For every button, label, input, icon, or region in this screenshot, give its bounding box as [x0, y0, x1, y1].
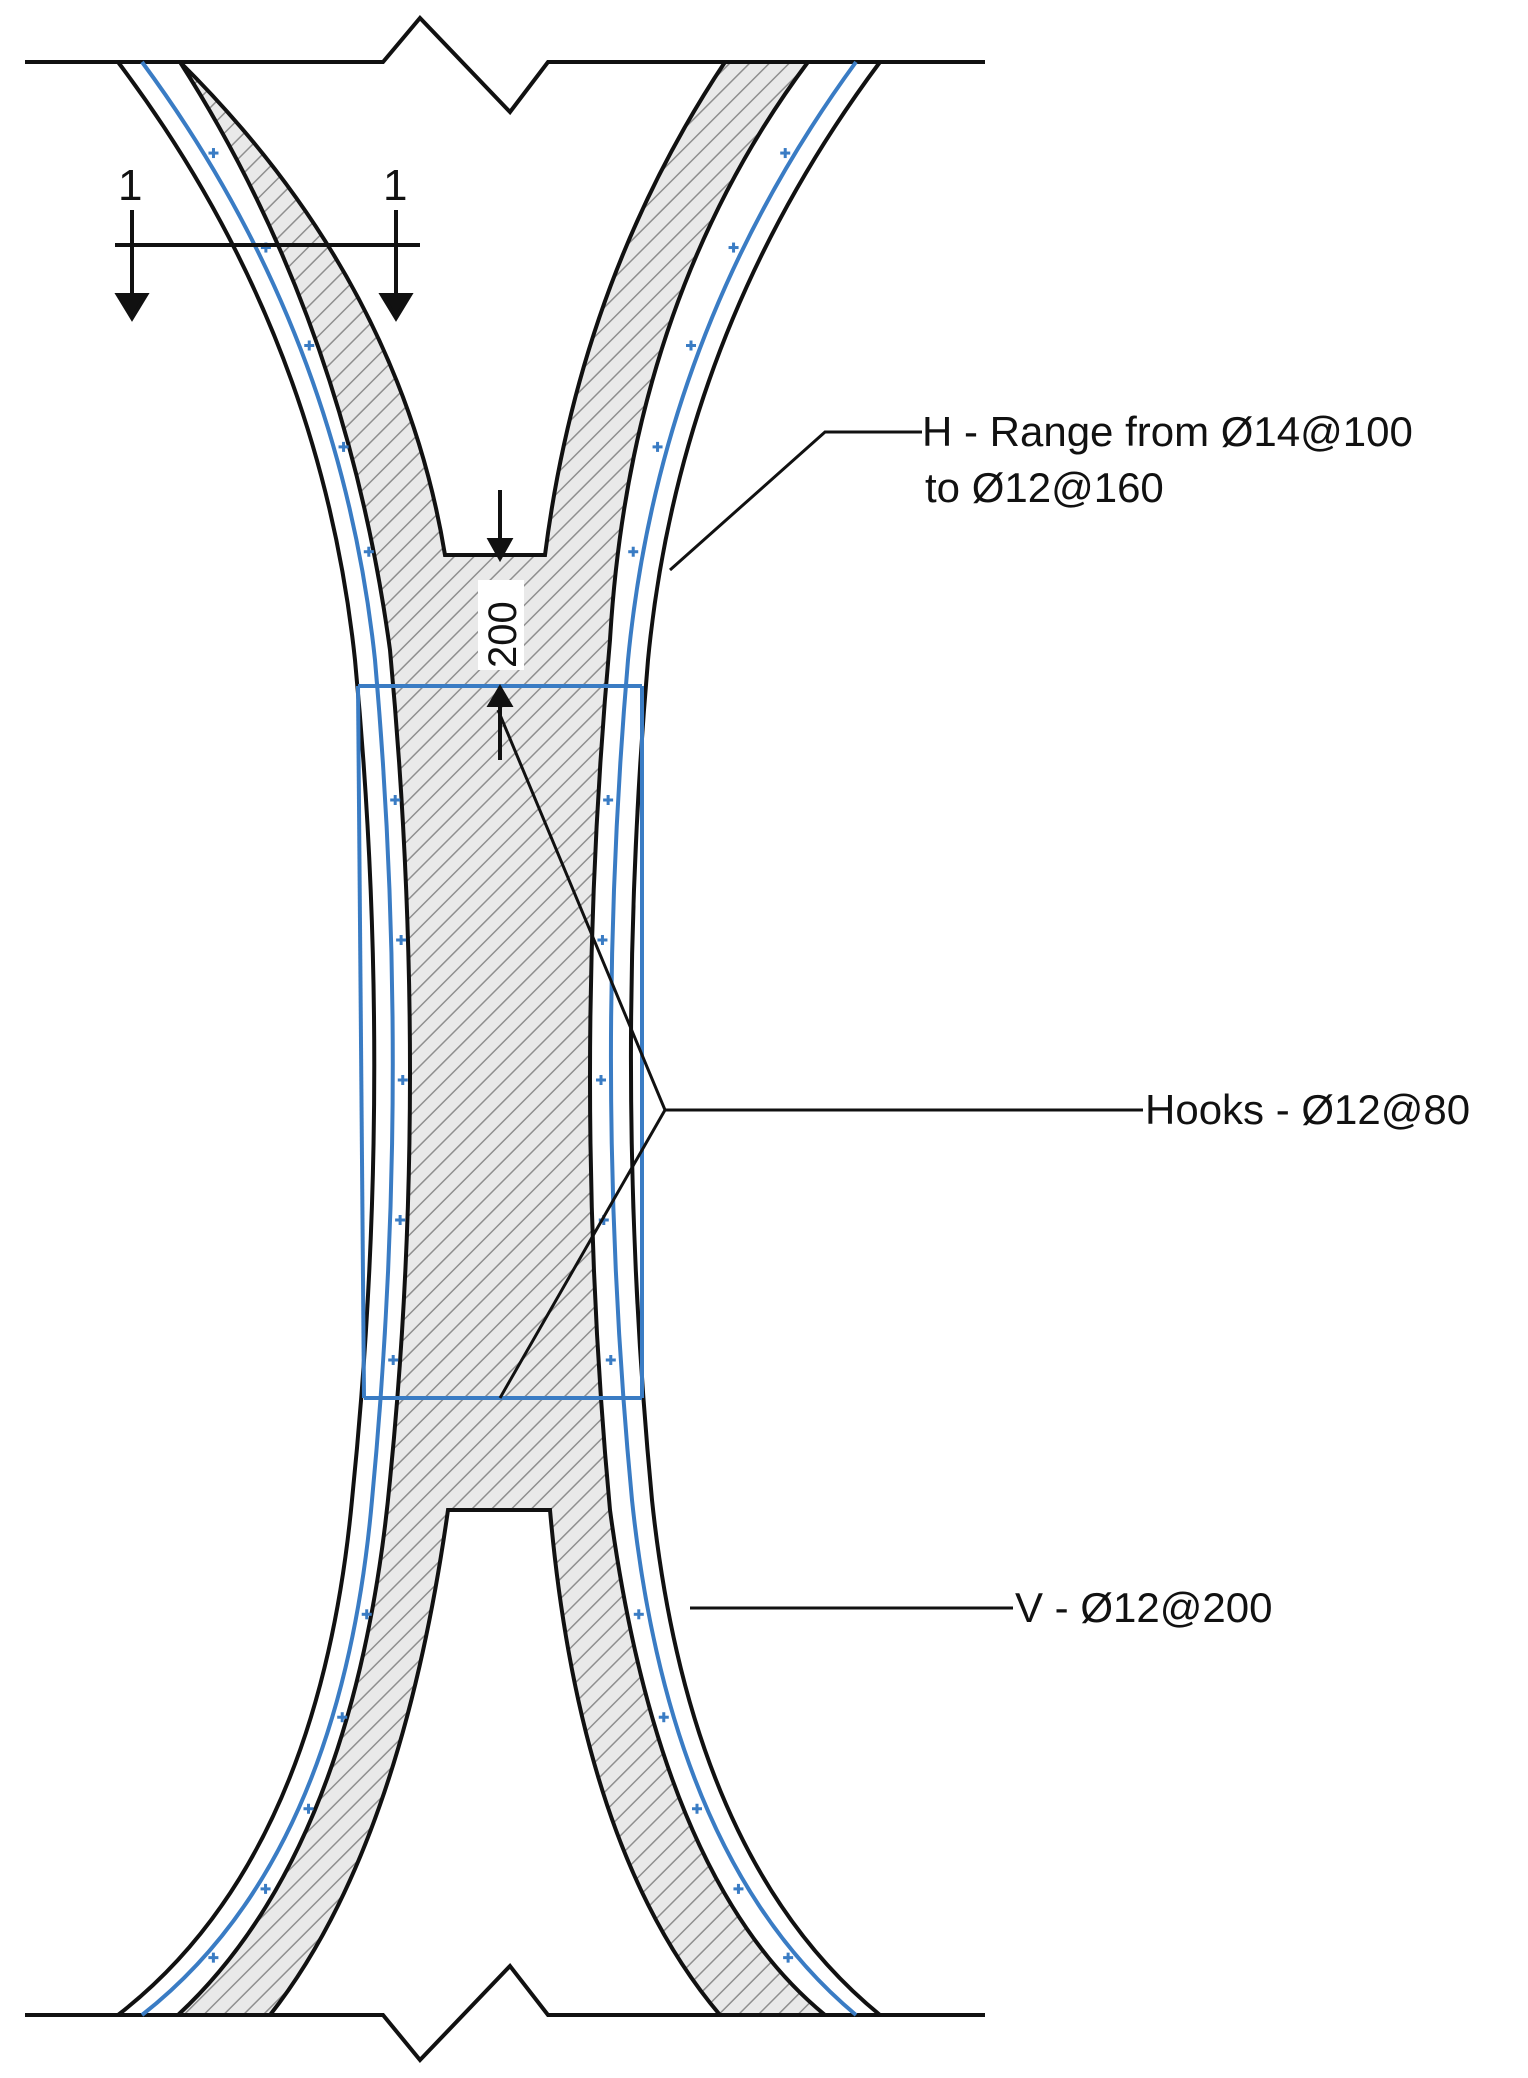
- rebar-dot: [600, 935, 604, 945]
- left-outer-face: [116, 60, 377, 2017]
- rebar-dot: [656, 441, 660, 452]
- rebar-dot: [736, 1883, 740, 1894]
- section-cut-marker: [114, 210, 420, 322]
- rebar-dot: [783, 148, 787, 159]
- horizontal-rebar-dots: [208, 148, 794, 1963]
- rebar-dot: [631, 546, 635, 557]
- rebar-dot: [264, 242, 268, 253]
- rebar-dot: [365, 1609, 369, 1620]
- dimension-marker: [478, 490, 524, 760]
- rebar-dot: [340, 1712, 344, 1723]
- concrete-wall-hatch: [172, 60, 831, 2017]
- horizontal-rebar-label: H - Range from Ø14@100: [922, 408, 1413, 455]
- rebar-dot: [609, 1355, 613, 1365]
- horizontal-rebar-label-line2: to Ø12@160: [925, 464, 1164, 511]
- rebar-dot: [342, 441, 346, 452]
- left-vertical-rebar: [140, 60, 395, 2017]
- rebar-dot: [695, 1803, 699, 1814]
- rebar-dot: [391, 1355, 395, 1365]
- section-label-left: 1: [118, 161, 142, 210]
- right-vertical-rebar: [608, 60, 858, 2017]
- hooks-label: Hooks - Ø12@80: [1145, 1086, 1470, 1133]
- rebar-dot: [307, 340, 311, 351]
- rebar-dot: [732, 242, 736, 253]
- leader-lines: [496, 430, 1143, 1610]
- rebar-dot: [606, 795, 610, 805]
- rebar-dot: [637, 1609, 641, 1620]
- right-outer-face: [628, 60, 882, 2017]
- rebar-dot: [211, 148, 215, 159]
- rebar-dot: [264, 1883, 268, 1894]
- section-label-right: 1: [383, 161, 407, 210]
- vertical-rebar-label: V - Ø12@200: [1015, 1584, 1272, 1631]
- rebar-dot: [602, 1215, 606, 1225]
- bottom-boundary-line: [25, 1962, 985, 2064]
- rebar-dot: [689, 340, 693, 351]
- rebar-dot: [786, 1952, 790, 1963]
- rebar-dot: [393, 795, 397, 805]
- rebar-dot: [599, 1075, 603, 1085]
- dimension-value: 200: [481, 601, 525, 668]
- rebar-dot: [401, 1075, 405, 1085]
- rebar-dot: [399, 935, 403, 945]
- rebar-dot: [307, 1803, 310, 1814]
- top-boundary-line: [25, 15, 985, 116]
- rebar-dot: [211, 1952, 215, 1963]
- rebar-dot: [367, 546, 371, 557]
- rebar-dot: [662, 1712, 666, 1723]
- rebar-dot: [398, 1215, 402, 1225]
